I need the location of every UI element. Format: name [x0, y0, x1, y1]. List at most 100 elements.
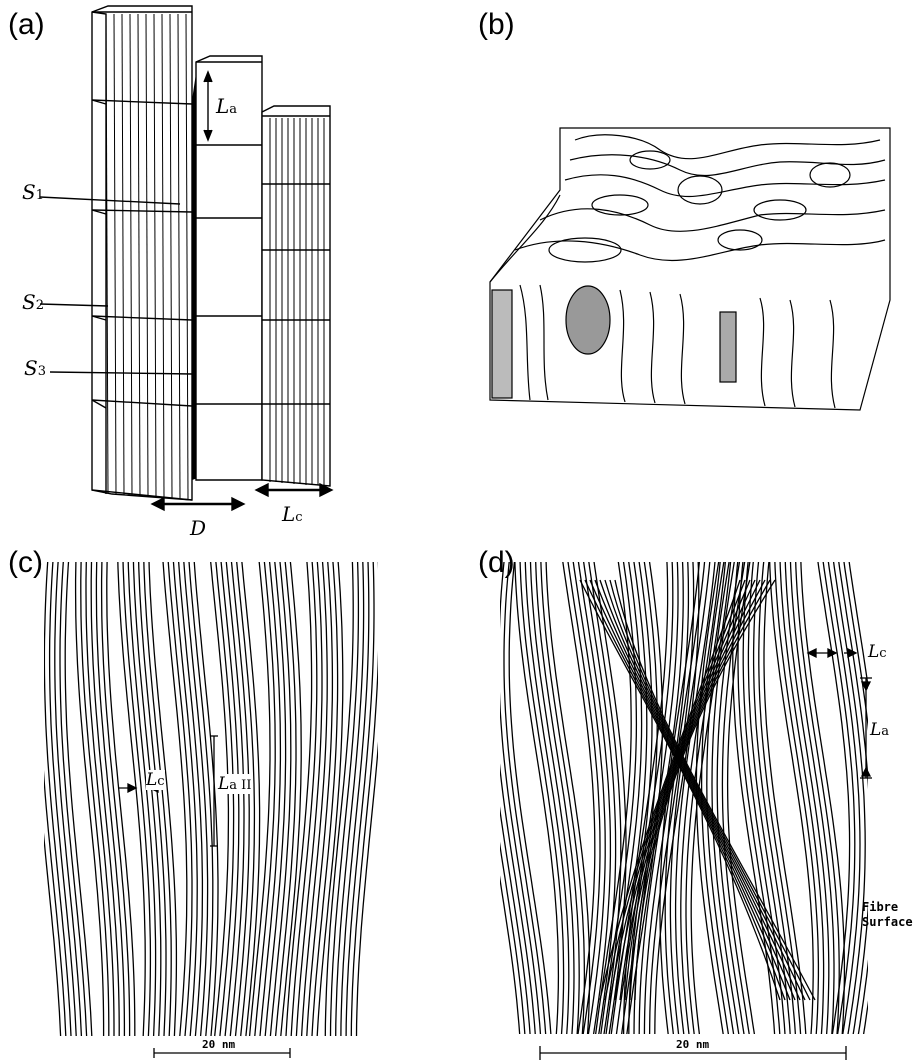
fibril-line — [39, 556, 66, 1036]
scale-label-d: 20 nm — [676, 1038, 709, 1051]
fibril-line — [357, 556, 385, 1036]
fibril-line — [764, 556, 806, 1036]
crossing-fibril-line — [630, 580, 770, 1000]
fibril-line — [572, 556, 605, 1036]
fibril-line — [236, 556, 254, 1036]
fibril-line — [118, 556, 146, 1036]
fibril-line — [86, 556, 114, 1036]
fibril-line — [281, 556, 301, 1036]
crossing-fibril-line — [610, 580, 750, 1000]
fibril-line — [515, 556, 559, 1036]
label-s2: S2 — [22, 290, 44, 314]
fibril-line — [312, 556, 338, 1036]
crossing-fibril-line — [600, 580, 800, 1000]
fibril-line — [627, 556, 663, 1036]
fibril-line — [624, 556, 668, 1036]
fibril-line — [210, 556, 228, 1036]
fibril-line — [780, 556, 824, 1036]
label-d-a: D — [190, 516, 206, 540]
block-column-left — [92, 6, 192, 500]
fibril-line — [616, 556, 652, 1036]
fibril-line — [717, 556, 744, 1036]
scale-label-c: 20 nm — [202, 1038, 235, 1051]
fibril-line — [530, 556, 574, 1036]
block-column-middle — [196, 56, 262, 480]
fibril-line — [601, 556, 637, 1036]
fibril-line — [478, 556, 520, 1036]
fibril-line — [331, 556, 359, 1036]
fibril-line — [133, 556, 161, 1036]
fibril-line — [270, 556, 290, 1036]
fibril-line — [536, 556, 580, 1036]
fibril-line — [578, 556, 611, 1036]
fibril-line — [676, 556, 716, 1036]
fibril-line — [325, 556, 353, 1036]
fibril-line — [231, 556, 249, 1036]
fibril-line — [790, 556, 834, 1036]
crossing-fibril-line — [625, 580, 765, 1000]
fibril-line — [681, 556, 721, 1036]
fibril-line — [168, 556, 192, 1036]
fibril-line — [488, 556, 530, 1036]
fibril-line — [221, 556, 239, 1036]
fibril-line — [302, 556, 328, 1036]
fibril-line — [226, 556, 244, 1036]
fibril-line — [562, 556, 595, 1036]
fibril-line — [595, 556, 631, 1036]
label-la-c: La II — [218, 774, 251, 794]
fibril-line — [660, 556, 700, 1036]
panel-b-label: (b) — [478, 10, 515, 40]
fibril-line — [838, 556, 870, 1036]
fibril-line — [483, 556, 525, 1036]
fibril-line — [123, 556, 150, 1036]
fibril-line — [650, 556, 694, 1036]
fibril-line — [525, 556, 569, 1036]
fibril-line — [250, 556, 270, 1036]
fibril-line — [241, 556, 259, 1036]
fibril-line — [317, 556, 343, 1036]
fibril-line — [504, 556, 546, 1036]
panel-a-label: (a) — [8, 10, 45, 40]
fibril-line — [670, 556, 710, 1036]
fibril-line — [828, 556, 860, 1036]
fibril-line — [265, 556, 285, 1036]
fibril-line — [336, 556, 364, 1036]
fibril-line — [149, 556, 177, 1036]
fibril-line — [843, 556, 875, 1036]
fibril-line — [707, 556, 734, 1036]
fibril-line — [728, 556, 755, 1036]
block-column-right — [262, 106, 330, 486]
fibril-line — [665, 556, 705, 1036]
fibril-line — [144, 556, 172, 1036]
crossing-fibril-line — [605, 580, 745, 1000]
panel-c-label: (c) — [8, 548, 43, 578]
fibril-line — [785, 556, 829, 1036]
fibril-line — [655, 556, 699, 1036]
label-la-d: La — [870, 720, 889, 740]
fibril-line — [738, 556, 780, 1036]
crossing-fibril-line — [615, 580, 815, 1000]
label-lc-d: Lc — [868, 642, 887, 662]
panel-d-fibrils — [478, 556, 881, 1036]
fibril-line — [276, 556, 296, 1036]
panel-d-label: (d) — [478, 548, 515, 578]
crossing-fibril-line — [600, 580, 740, 1000]
fibril-line — [260, 556, 280, 1036]
panel-c-fibrils — [34, 556, 384, 1036]
fibril-line — [541, 556, 585, 1036]
fibril-line — [822, 556, 854, 1036]
fibril-line — [34, 556, 61, 1036]
fibril-line — [128, 556, 156, 1036]
fibril-line — [611, 556, 647, 1036]
fibril-line — [686, 556, 726, 1036]
crossing-fibril-line — [620, 580, 760, 1000]
fibril-line — [722, 556, 749, 1036]
fibril-line — [644, 556, 688, 1036]
fibril-line — [60, 556, 87, 1036]
fibril-line — [733, 556, 775, 1036]
fibril-line — [759, 556, 801, 1036]
fibril-line — [189, 556, 213, 1036]
fibril-line — [833, 556, 865, 1036]
fibril-line — [606, 556, 642, 1036]
fibril-line — [588, 556, 621, 1036]
